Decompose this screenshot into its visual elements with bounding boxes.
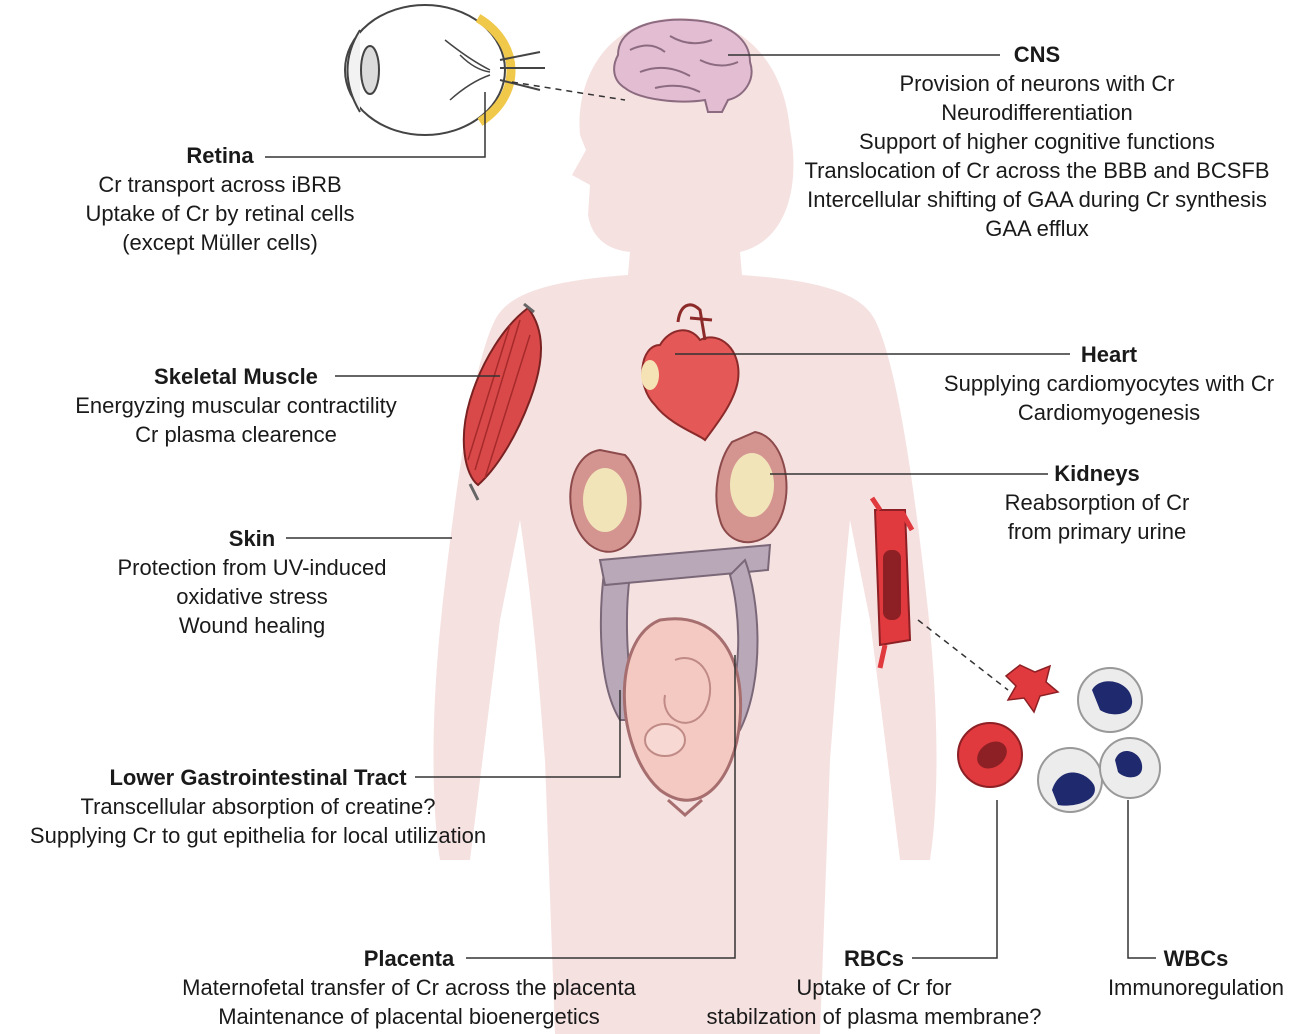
heart-icon — [641, 303, 740, 442]
eye-brain-dashed-leader — [511, 81, 626, 101]
cns-line: Provision of neurons with Cr — [899, 71, 1175, 96]
platelet-icon — [1004, 664, 1060, 714]
vessel-cell-dashed-leader — [917, 619, 1009, 691]
red-blood-cell-icon — [957, 722, 1023, 788]
retina-label: Retina Cr transport across iBRB Uptake o… — [86, 141, 355, 257]
skeletal-muscle-icon — [462, 302, 542, 501]
retina-line: (except Müller cells) — [122, 230, 318, 255]
cns-line: GAA efflux — [985, 216, 1089, 241]
lower-gi-leader — [415, 690, 621, 778]
heart-line: Cardiomyogenesis — [1017, 400, 1201, 425]
heart-title: Heart — [1080, 342, 1138, 367]
wbcs-label: WBCs Immunoregulation — [1108, 944, 1284, 1002]
kidneys-label: Kidneys Reabsorption of Cr from primary … — [1005, 459, 1190, 546]
blood-vessel-icon — [869, 496, 915, 669]
retina-title: Retina — [186, 143, 254, 168]
skeletal-muscle-line: Energyzing muscular contractility — [75, 393, 397, 418]
retina-leader — [265, 92, 486, 158]
skin-label: Skin Protection from UV-induced oxidativ… — [117, 524, 386, 640]
heart-line: Supplying cardiomyocytes with Cr — [943, 371, 1275, 396]
fetus-icon — [622, 617, 743, 818]
intestine-icon — [598, 543, 772, 732]
skeletal-muscle-title: Skeletal Muscle — [154, 364, 318, 389]
placenta-line: Maternofetal transfer of Cr across the p… — [182, 975, 636, 1000]
kidneys-line: Reabsorption of Cr — [1004, 490, 1190, 515]
placenta-leader — [466, 655, 736, 959]
skin-line: Protection from UV-induced — [117, 555, 387, 580]
wbcs-title: WBCs — [1163, 946, 1229, 971]
cns-line: Intercellular shifting of GAA during Cr … — [807, 187, 1267, 212]
rbcs-label: RBCs Uptake of Cr for stabilzation of pl… — [706, 944, 1041, 1031]
lower-gi-line: Transcellular absorption of creatine? — [80, 794, 436, 819]
right-kidney-icon — [715, 430, 788, 544]
kidneys-line: from primary urine — [1007, 519, 1187, 544]
retina-line: Cr transport across iBRB — [98, 172, 342, 197]
skeletal-muscle-label: Skeletal Muscle Energyzing muscular cont… — [75, 362, 397, 449]
white-blood-cell-icon — [1099, 737, 1161, 799]
cns-title: CNS — [1013, 42, 1061, 67]
placenta-title: Placenta — [363, 946, 455, 971]
wbcs-leader — [1127, 800, 1156, 959]
placenta-label: Placenta Maternofetal transfer of Cr acr… — [182, 944, 636, 1031]
leader-lines — [265, 54, 1156, 959]
lower-gi-line: Supplying Cr to gut epithelia for local … — [29, 823, 487, 848]
rbcs-line: stabilzation of plasma membrane? — [706, 1004, 1042, 1029]
cns-line: Support of higher cognitive functions — [859, 129, 1215, 154]
left-kidney-icon — [569, 448, 642, 553]
kidneys-title: Kidneys — [1054, 461, 1140, 486]
skin-line: oxidative stress — [176, 584, 328, 609]
cns-line: Neurodifferentiation — [941, 100, 1133, 125]
body-silhouette — [433, 18, 937, 1034]
lower-gi-label: Lower Gastrointestinal Tract Transcellul… — [30, 763, 486, 850]
white-blood-cell-icon — [1037, 747, 1103, 813]
skin-line: Wound healing — [178, 613, 326, 638]
rbcs-leader — [912, 800, 998, 959]
cns-label: CNS Provision of neurons with Cr Neurodi… — [804, 40, 1269, 243]
heart-label: Heart Supplying cardiomyocytes with Cr C… — [944, 340, 1274, 427]
rbcs-title: RBCs — [844, 946, 904, 971]
rbcs-line: Uptake of Cr for — [796, 975, 952, 1000]
skin-title: Skin — [228, 526, 276, 551]
white-blood-cell-icon — [1077, 667, 1143, 733]
retina-line: Uptake of Cr by retinal cells — [85, 201, 355, 226]
lower-gi-title: Lower Gastrointestinal Tract — [109, 765, 407, 790]
placenta-line: Maintenance of placental bioenergetics — [218, 1004, 600, 1029]
skeletal-muscle-line: Cr plasma clearence — [135, 422, 337, 447]
eye-icon — [344, 4, 545, 136]
brain-icon — [613, 18, 753, 113]
wbcs-line: Immunoregulation — [1107, 975, 1285, 1000]
cns-line: Translocation of Cr across the BBB and B… — [804, 158, 1270, 183]
